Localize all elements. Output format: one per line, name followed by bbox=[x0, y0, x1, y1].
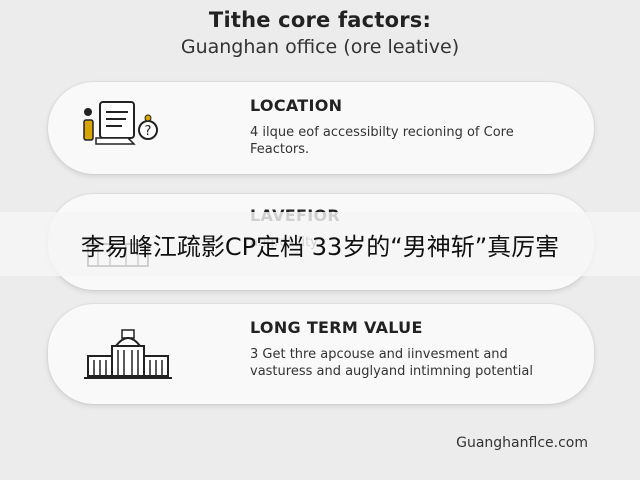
svg-text:?: ? bbox=[145, 124, 152, 139]
card-heading: LONG TERM VALUE bbox=[250, 318, 423, 337]
website-footer: Guanghanflce.com bbox=[456, 435, 588, 451]
capitol-building-icon bbox=[78, 322, 178, 386]
page-subtitle: Guanghan office (ore leative) bbox=[180, 36, 460, 58]
card-description: 4 ilque eof accessibilty recioning of Co… bbox=[250, 125, 514, 157]
card-description: 3 Get thre apcouse and iinvesment and va… bbox=[250, 347, 533, 379]
document-chat-icon: ? bbox=[78, 96, 164, 160]
caption-banner-text: 李易峰江疏影CP定档 33岁的“男神斩”真厉害 bbox=[80, 233, 560, 261]
card-heading: LOCATION bbox=[250, 96, 343, 115]
page-title: Tithe core factors: bbox=[208, 8, 432, 32]
caption-banner bbox=[0, 212, 640, 276]
factor-card-location: ? LOCATION 4 ilque eof accessibilty reci… bbox=[48, 82, 594, 174]
factor-card-long-term-value: LONG TERM VALUE 3 Get thre apcouse and i… bbox=[48, 304, 594, 404]
